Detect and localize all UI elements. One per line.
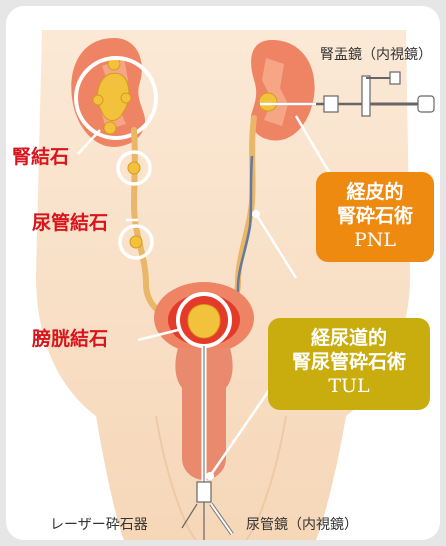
tul-abbr: TUL [268, 374, 430, 398]
ureteroscope-label: 尿管鏡（内視鏡） [246, 514, 358, 534]
tul-box: 経尿道的 腎尿管砕石術 TUL [268, 318, 430, 410]
pnl-entry-marker [252, 210, 260, 218]
pnl-box: 経皮的 腎砕石術 PNL [316, 172, 434, 262]
bladder-stone-label: 膀胱結石 [32, 324, 108, 351]
anatomy-illustration [6, 6, 440, 540]
bladder-stone [188, 305, 220, 339]
tul-line2: 腎尿管砕石術 [268, 350, 430, 374]
right-kidney-stone [259, 93, 277, 111]
ureter-stone-upper [128, 162, 140, 174]
tul-line1: 経尿道的 [268, 326, 430, 350]
pnl-line2: 腎砕石術 [316, 204, 434, 228]
laser-lithotripter-label: レーザー砕石器 [50, 514, 148, 534]
tul-entry-marker [206, 472, 214, 480]
diagram-card: 腎結石 尿管結石 膀胱結石 腎盂鏡（内視鏡） レーザー砕石器 尿管鏡（内視鏡） … [6, 6, 440, 540]
pnl-line1: 経皮的 [316, 180, 434, 204]
ureter-stone-lower [130, 236, 142, 248]
pnl-abbr: PNL [316, 228, 434, 252]
kidney-stone-label: 腎結石 [12, 142, 69, 169]
nephroscope-label: 腎盂鏡（内視鏡） [320, 44, 432, 64]
ureter-stone-label: 尿管結石 [32, 208, 108, 235]
